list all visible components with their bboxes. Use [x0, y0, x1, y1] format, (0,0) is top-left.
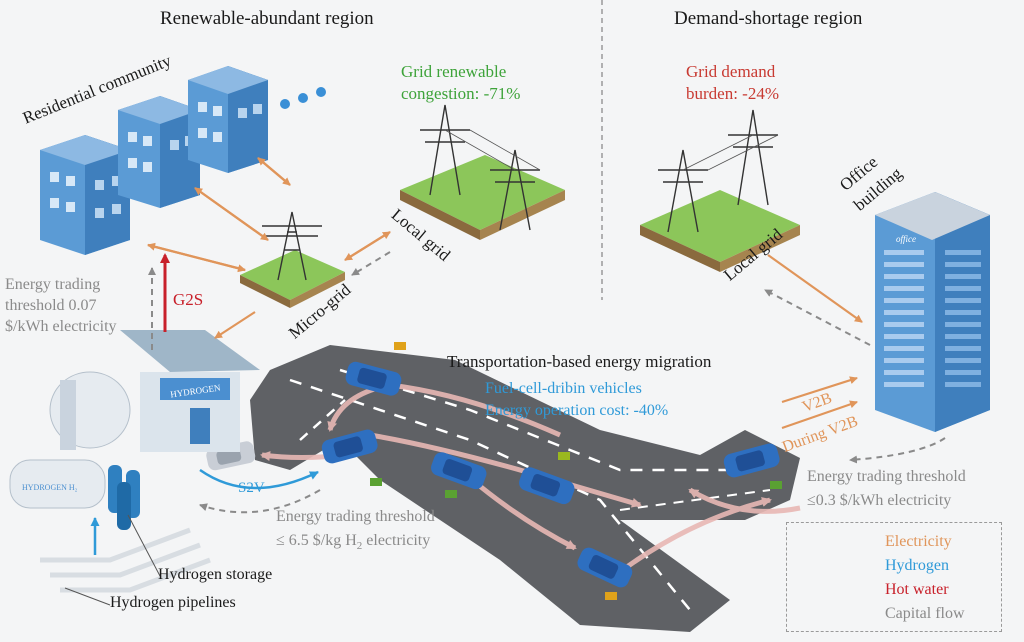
legend-label: Capital flow — [885, 605, 965, 622]
op-cost-label: Energy operation cost: -40% — [485, 402, 669, 419]
grid-demand-line1: Grid demand — [686, 62, 776, 81]
trade-left-line2: threshold 0.07 — [5, 297, 97, 314]
local-grid-tile-left — [400, 104, 565, 240]
hydrogen-station: HYDROGEN HYDROGEN H₂ — [9, 330, 260, 593]
dot — [280, 99, 290, 109]
car — [345, 361, 402, 396]
trade-right-line2: ≤0.3 $/kWh electricity — [807, 492, 952, 509]
trade-mid-unit: electricity — [362, 532, 431, 549]
dot — [298, 93, 308, 103]
g2s-label: G2S — [173, 290, 204, 309]
vehicles — [206, 342, 782, 600]
battery-icon — [370, 478, 382, 486]
office-building: office — [875, 192, 990, 432]
car — [723, 443, 780, 478]
building — [188, 66, 268, 173]
tank-label: HYDROGEN H₂ — [22, 483, 78, 492]
building — [40, 135, 130, 255]
legend-item-hydrogen: Hydrogen — [787, 557, 1001, 579]
micro-grid-tile — [240, 211, 345, 308]
legend-label: Hot water — [885, 581, 949, 598]
hydrogen-tanks: HYDROGEN H₂ — [9, 371, 140, 530]
battery-icon — [770, 481, 782, 489]
dot — [316, 87, 326, 97]
office-sign: office — [896, 234, 916, 244]
leader-lines — [64, 514, 161, 606]
trade-mid-value: ≤ 6.5 $/kg H — [276, 532, 357, 549]
battery-icon — [605, 592, 617, 600]
legend-label: Electricity — [885, 533, 952, 550]
hydrogen-storage-label: Hydrogen storage — [158, 566, 273, 583]
hydrogen-arrows — [90, 468, 319, 555]
trade-mid-line2: ≤ 6.5 $/kg H2 electricity — [276, 532, 430, 553]
right-region-title: Demand-shortage region — [674, 8, 863, 29]
legend-item-electricity: Electricity — [787, 533, 1001, 555]
trade-mid-line1: Energy trading threshold — [276, 508, 435, 525]
local-grid-tile-right — [640, 109, 800, 272]
residential-buildings — [40, 66, 326, 255]
grid-congestion-line2: congestion: -71% — [401, 84, 521, 103]
hydrogen-pipelines-label: Hydrogen pipelines — [110, 594, 236, 611]
left-region-title: Renewable-abundant region — [160, 8, 374, 29]
legend: Electricity Hydrogen Hot water Capital f… — [786, 522, 1002, 632]
trade-left-line3: $/kWh electricity — [5, 318, 117, 335]
car — [577, 547, 633, 588]
car — [519, 467, 575, 505]
legend-label: Hydrogen — [885, 557, 949, 574]
capital-flow-arrows — [148, 251, 946, 514]
car — [321, 429, 378, 464]
legend-item-capital-flow: Capital flow — [787, 605, 1001, 627]
building — [118, 96, 200, 208]
battery-icon — [445, 490, 457, 498]
trade-left-line1: Energy trading — [5, 276, 101, 293]
battery-icon — [394, 342, 406, 350]
trade-right-line1: Energy trading threshold — [807, 468, 966, 485]
electricity-arrows — [147, 157, 863, 430]
grid-congestion-line1: Grid renewable — [401, 62, 507, 81]
s2v-label: S2V — [238, 480, 265, 496]
trade-mid-subscript: 2 — [356, 540, 363, 553]
transport-title: Transportation-based energy migration — [447, 352, 712, 371]
fuel-cell-label: Fuel-cell-dribin vehicles — [485, 380, 642, 397]
pipelines — [40, 527, 211, 593]
car — [431, 452, 487, 490]
battery-icon — [558, 452, 570, 460]
legend-item-hot-water: Hot water — [787, 581, 1001, 603]
grid-demand-line2: burden: -24% — [686, 84, 780, 103]
